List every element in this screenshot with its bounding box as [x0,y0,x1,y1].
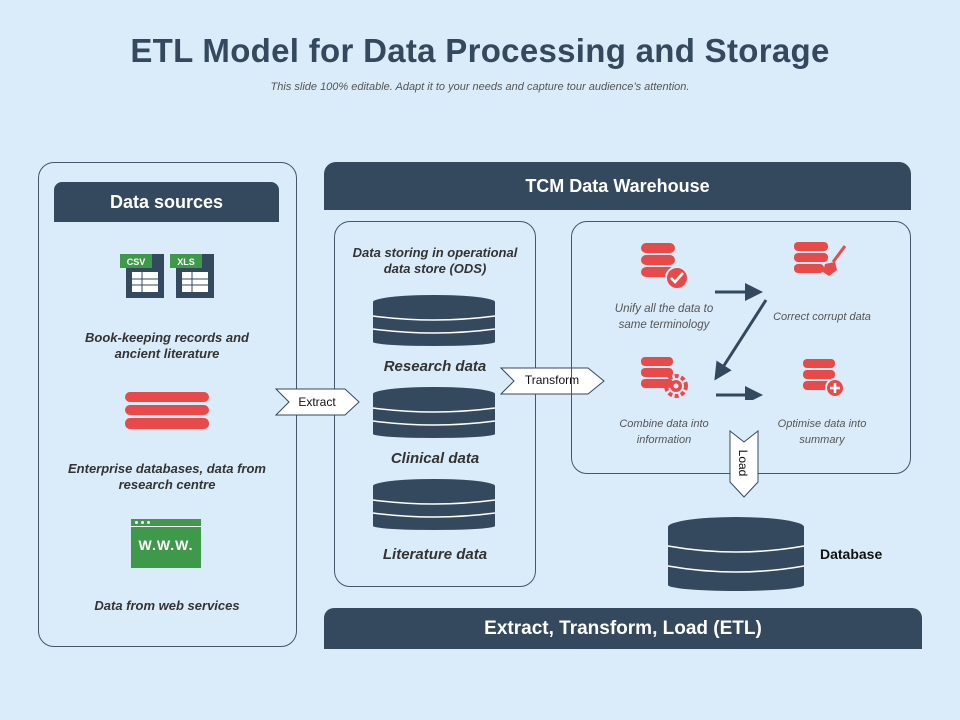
correct-label: Correct corrupt data [773,311,871,323]
research-database-icon [372,295,496,346]
database-plus-icon [803,359,845,398]
ods-label: Data storing in operational data store (… [352,245,518,276]
csv-xls-file-icon: CSV XLS [120,254,214,298]
page-subtitle: This slide 100% editable. Adapt it to yo… [270,81,690,93]
page-title: ETL Model for Data Processing and Storag… [130,32,830,69]
combine-label: Combine data into information [619,418,709,446]
literature-data-label: Literature data [382,546,488,563]
transform-arrow [500,367,605,395]
clinical-database-icon [372,387,496,438]
web-services-label: Data from web services [94,598,240,613]
flow-arrows [714,283,768,400]
database-check-icon [641,243,689,290]
csv-tag: CSV [127,257,146,267]
literature-database-icon [372,479,496,530]
xls-tag: XLS [177,257,195,267]
database-label: Database [820,546,883,562]
data-sources-header: Data sources [54,182,279,222]
unify-label: Unify all the data to same terminology [614,303,714,331]
extract-label: Extract [298,395,336,409]
load-label: Load [736,449,750,477]
enterprise-label: Enterprise databases, data from research… [68,461,266,492]
warehouse-header: TCM Data Warehouse [324,162,911,210]
load-arrow [729,430,759,498]
extract-arrow [275,388,360,416]
database-brush-icon [794,242,847,276]
transform-label: Transform [524,373,580,387]
clinical-data-label: Clinical data [390,450,480,467]
www-tag: W.W.W. [138,537,194,553]
enterprise-database-icon [125,392,209,429]
bookkeeping-label: Book-keeping records and ancient literat… [85,330,249,361]
research-data-label: Research data [383,358,487,375]
etl-footer-banner: Extract, Transform, Load (ETL) [324,608,922,649]
database-gear-icon [641,357,688,398]
optimise-label: Optimise data into summary [777,418,867,446]
www-browser-icon: W.W.W. [131,519,201,568]
warehouse-database-icon [667,517,805,591]
